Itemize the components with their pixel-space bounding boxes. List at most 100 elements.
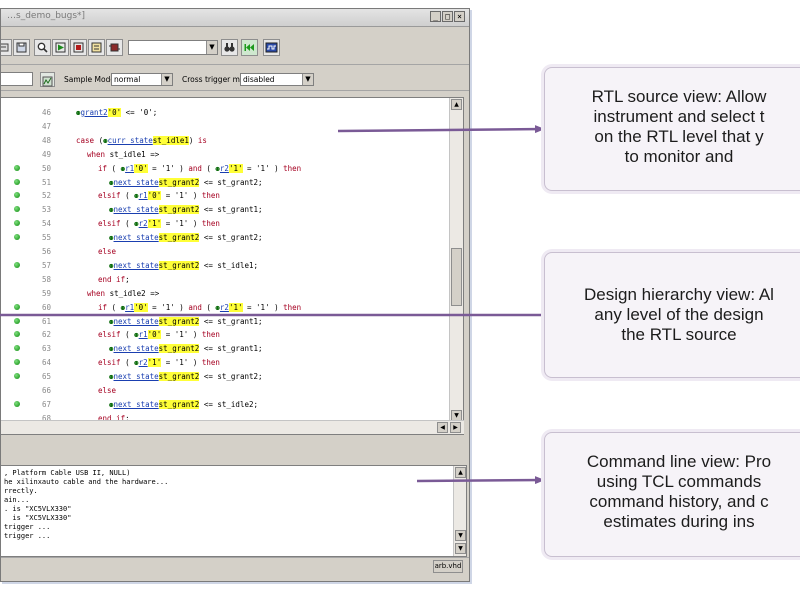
breakpoint-dot-icon[interactable] [14, 317, 20, 324]
probe-glasses-icon[interactable]: ⚉ [109, 233, 114, 243]
probe-glasses-icon[interactable]: ⚉ [109, 260, 114, 270]
chip-button[interactable] [106, 39, 123, 56]
code-line[interactable]: 63⚉next statest_grant2 <= st_grant1; [1, 342, 446, 355]
breakpoint-dot-icon[interactable] [14, 220, 20, 227]
probe-glasses-icon[interactable]: ⚉ [76, 108, 81, 117]
save-button[interactable] [13, 39, 30, 56]
probe-glasses-icon[interactable]: ⚉ [109, 399, 114, 409]
signal-name[interactable]: r1 [125, 163, 135, 173]
signal-name[interactable]: curr state [107, 135, 153, 145]
breakpoint-dot-icon[interactable] [14, 400, 20, 407]
code-line[interactable]: 51⚉next statest_grant2 <= st_grant2; [1, 176, 446, 189]
scroll-end-icon[interactable]: ▼ [455, 543, 466, 554]
step-back-button[interactable] [241, 39, 258, 56]
run-button[interactable] [52, 39, 69, 56]
scroll-left-icon[interactable]: ◀ [437, 422, 448, 433]
signal-name[interactable]: r2 [219, 163, 229, 173]
probe-glasses-icon[interactable]: ⚉ [134, 191, 139, 201]
command-line-view[interactable]: , Platform Cable USB II, NULL)he xilinxa… [1, 465, 467, 557]
open-button[interactable] [1, 39, 12, 56]
code-line[interactable]: 55⚉next statest_grant2 <= st_grant2; [1, 231, 446, 244]
probe-glasses-icon[interactable]: ⚉ [134, 330, 139, 340]
breakpoint-dot-icon[interactable] [14, 192, 20, 199]
trigger-input[interactable] [1, 72, 33, 86]
minimize-button[interactable]: _ [430, 11, 441, 22]
find-button[interactable] [34, 39, 51, 56]
breakpoint-dot-icon[interactable] [14, 261, 20, 268]
signal-name[interactable]: r1 [138, 330, 148, 340]
maximize-button[interactable]: □ [442, 11, 453, 22]
breakpoint-dot-icon[interactable] [14, 234, 20, 241]
probe-glasses-icon[interactable]: ⚉ [109, 372, 114, 382]
probe-glasses-icon[interactable]: ⚉ [109, 177, 114, 187]
probe-glasses-icon[interactable]: ⚉ [103, 135, 108, 145]
probe-glasses-icon[interactable]: ⚉ [134, 219, 139, 229]
probe-glasses-icon[interactable]: ⚉ [215, 163, 220, 173]
breakpoint-dot-icon[interactable] [14, 178, 20, 185]
signal-name[interactable]: r2 [138, 358, 148, 368]
signal-name[interactable]: next state [113, 316, 159, 326]
breakpoint-dot-icon[interactable] [14, 373, 20, 380]
horizontal-scrollbar[interactable]: ◀ ▶ [1, 420, 464, 434]
signal-name[interactable]: next state [113, 205, 159, 215]
breakpoint-dot-icon[interactable] [14, 359, 20, 366]
code-line[interactable]: 53⚉next statest_grant2 <= st_grant1; [1, 203, 446, 216]
close-button[interactable]: × [454, 11, 465, 22]
config-button[interactable] [88, 39, 105, 56]
code-line[interactable]: 67⚉next statest_grant2 <= st_idle2; [1, 398, 446, 411]
scroll-down-icon[interactable]: ▼ [455, 530, 466, 541]
signal-name[interactable]: r1 [125, 302, 135, 312]
signal-name[interactable]: r2 [219, 302, 229, 312]
code-line[interactable]: 46⚉grant2'0' <= '0'; [1, 106, 446, 119]
toolbar-combo[interactable]: ▼ [128, 40, 218, 55]
sample-mode-select[interactable]: normal ▼ [111, 73, 173, 86]
scroll-thumb[interactable] [451, 248, 462, 306]
code-line[interactable]: 65⚉next statest_grant2 <= st_grant2; [1, 370, 446, 383]
probe-glasses-icon[interactable]: ⚉ [109, 344, 114, 354]
signal-name[interactable]: next state [113, 177, 159, 187]
breakpoint-dot-icon[interactable] [14, 331, 20, 338]
signal-name[interactable]: next state [113, 260, 159, 270]
console-scrollbar[interactable]: ▲ ▼ ▼ [453, 466, 466, 556]
probe-glasses-icon[interactable]: ⚉ [109, 205, 114, 215]
signal-name[interactable]: r1 [138, 191, 148, 201]
signal-name[interactable]: grant2 [80, 108, 108, 117]
breakpoint-dot-icon[interactable] [14, 164, 20, 171]
signal-name[interactable]: next state [113, 344, 159, 354]
cross-trigger-select[interactable]: disabled ▼ [240, 73, 314, 86]
scroll-up-icon[interactable]: ▲ [451, 99, 462, 110]
binoculars-button[interactable] [221, 39, 238, 56]
probe-glasses-icon[interactable]: ⚉ [134, 358, 139, 368]
signal-name[interactable]: r2 [138, 219, 148, 229]
signal-name[interactable]: next state [113, 233, 159, 243]
scroll-right-icon[interactable]: ▶ [450, 422, 461, 433]
code-line[interactable]: 61⚉next statest_grant2 <= st_grant1; [1, 315, 446, 328]
breakpoint-dot-icon[interactable] [14, 206, 20, 213]
breakpoint-dot-icon[interactable] [14, 303, 20, 310]
probe-glasses-icon[interactable]: ⚉ [120, 302, 126, 312]
code-line[interactable]: 57⚉next statest_grant2 <= st_idle1; [1, 259, 446, 272]
scroll-up-icon[interactable]: ▲ [455, 467, 466, 478]
breakpoint-dot-icon[interactable] [14, 345, 20, 352]
signal-name[interactable]: next state [113, 399, 159, 409]
probe-glasses-icon[interactable]: ⚉ [109, 316, 114, 326]
code-line[interactable]: 47 [1, 120, 446, 133]
vertical-scrollbar[interactable]: ▲ ▼ [449, 98, 463, 422]
signal-name[interactable]: next state [113, 372, 159, 382]
probe-glasses-icon[interactable]: ⚉ [120, 163, 126, 173]
trigger-setup-icon[interactable] [40, 72, 55, 87]
